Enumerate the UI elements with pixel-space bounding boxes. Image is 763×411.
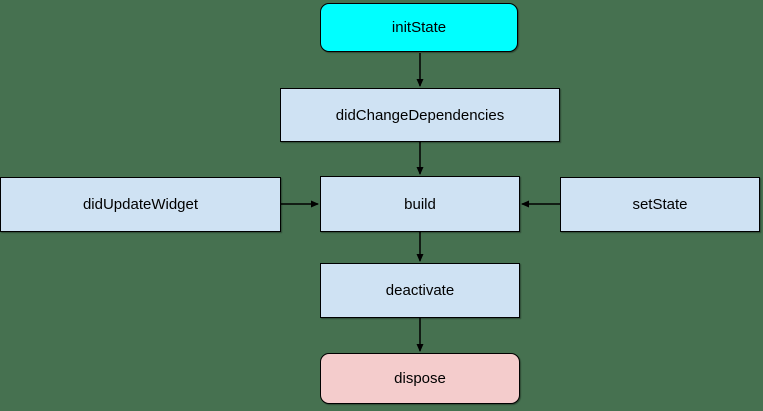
- node-build-label: build: [404, 195, 436, 213]
- node-dispose-label: dispose: [394, 370, 446, 387]
- node-deactivate: deactivate: [320, 263, 520, 318]
- node-deactivate-label: deactivate: [385, 282, 455, 299]
- node-initstate: initState: [320, 3, 518, 52]
- node-didupdatewidget-label: didUpdateWidget: [82, 196, 199, 213]
- node-initstate-label: initState: [391, 19, 447, 36]
- node-build: build: [320, 176, 520, 232]
- node-didchangedependencies: didChangeDependencies: [280, 88, 560, 142]
- node-didupdatewidget: didUpdateWidget: [0, 177, 281, 232]
- node-didchangedependencies-label: didChangeDependencies: [335, 106, 505, 124]
- node-setstate-label: setState: [632, 196, 688, 213]
- node-setstate: setState: [560, 177, 760, 232]
- node-dispose: dispose: [320, 353, 520, 404]
